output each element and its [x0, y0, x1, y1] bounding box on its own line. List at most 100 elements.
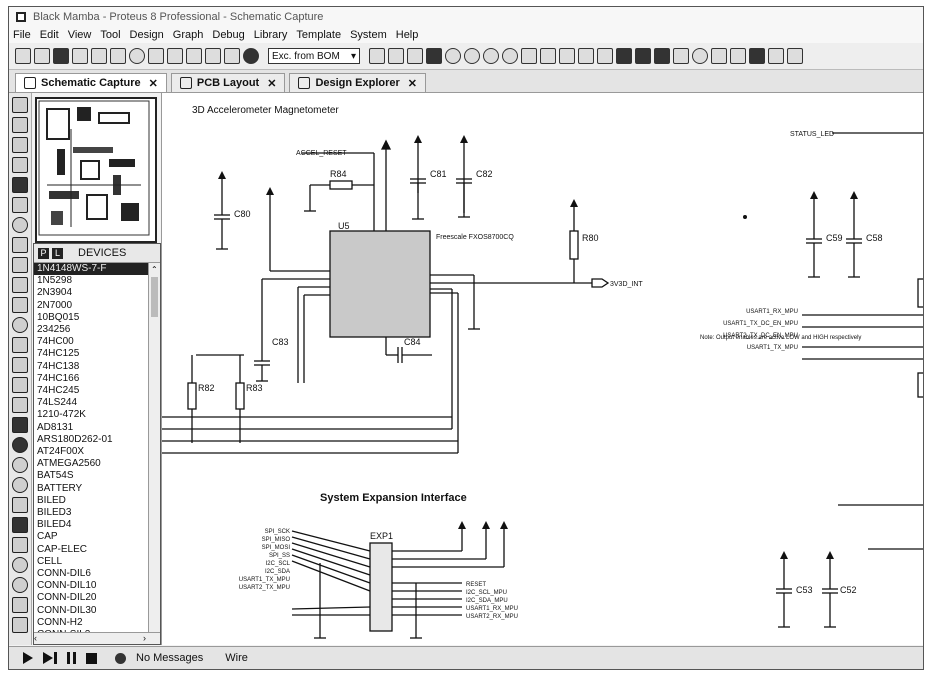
rotate-ccw-icon[interactable] — [12, 577, 28, 593]
device-list-item[interactable]: BATTERY — [37, 482, 83, 494]
marker-icon[interactable] — [12, 537, 28, 553]
wire-autorouter-icon[interactable] — [730, 48, 746, 64]
grid-icon[interactable] — [388, 48, 404, 64]
tab-schematic-capture[interactable]: Schematic Capture ✕ — [15, 73, 167, 92]
menu-system[interactable]: System — [350, 29, 387, 41]
device-list-item[interactable]: 74HC00 — [37, 336, 74, 348]
save-icon[interactable] — [53, 48, 69, 64]
device-list-vscroll[interactable]: ⌃ ⌄ — [148, 263, 160, 637]
device-list-item[interactable]: ATMEGA2560 — [37, 458, 101, 470]
pick-device-icon[interactable] — [692, 48, 708, 64]
device-list-item[interactable]: 74HC166 — [37, 372, 80, 384]
help-icon[interactable] — [243, 48, 259, 64]
new-file-icon[interactable] — [15, 48, 31, 64]
bom-filter-combo[interactable]: Exc. from BOM ▾ — [268, 48, 360, 64]
menu-file[interactable]: File — [13, 29, 31, 41]
device-list-item[interactable]: 1N4148WS-7-F — [34, 263, 148, 276]
menu-view[interactable]: View — [67, 29, 92, 41]
export-icon[interactable] — [91, 48, 107, 64]
redo-icon[interactable] — [540, 48, 556, 64]
device-list-item[interactable]: ARS180D262-01 — [37, 433, 113, 445]
device-list-item[interactable]: CONN-H2 — [37, 616, 83, 628]
netlist-icon[interactable] — [787, 48, 803, 64]
wire-label-icon[interactable] — [12, 157, 28, 173]
origin-icon[interactable] — [407, 48, 423, 64]
zoom-in-icon[interactable] — [445, 48, 461, 64]
device-list-item[interactable]: 1210-472K — [37, 409, 86, 421]
zoom-all-icon[interactable] — [483, 48, 499, 64]
tab-pcb-layout[interactable]: PCB Layout ✕ — [170, 73, 286, 92]
menu-template[interactable]: Template — [296, 29, 342, 41]
menu-tool[interactable]: Tool — [100, 29, 121, 41]
device-list-item[interactable]: CAP-ELEC — [37, 543, 88, 555]
pcb-icon[interactable] — [167, 48, 183, 64]
device-list-item[interactable]: 1N5298 — [37, 275, 73, 287]
device-list-item[interactable]: 234256 — [37, 324, 71, 336]
circle-icon[interactable] — [12, 437, 28, 453]
pause-icon[interactable] — [67, 652, 76, 664]
library-manager-button[interactable]: L — [52, 247, 63, 259]
block-copy-icon[interactable] — [616, 48, 632, 64]
overview-window[interactable] — [35, 97, 157, 243]
graph-icon[interactable] — [12, 277, 28, 293]
junction-icon[interactable] — [12, 137, 28, 153]
device-list-item[interactable]: 2N3904 — [37, 287, 73, 299]
tape-recorder-icon[interactable] — [12, 297, 28, 313]
step-icon[interactable] — [43, 652, 57, 664]
device-list-item[interactable]: CONN-DIL10 — [37, 580, 97, 592]
device-pin-icon[interactable] — [12, 257, 28, 273]
close-icon[interactable]: ✕ — [407, 77, 418, 90]
zoom-area-icon[interactable] — [502, 48, 518, 64]
zoom-out-icon[interactable] — [464, 48, 480, 64]
undo-icon[interactable] — [521, 48, 537, 64]
menu-library[interactable]: Library — [253, 29, 288, 41]
paste-icon[interactable] — [597, 48, 613, 64]
bus-icon[interactable] — [12, 197, 28, 213]
device-list-item[interactable]: 74HC245 — [37, 385, 80, 397]
gerber-icon[interactable] — [186, 48, 202, 64]
schematic-icon[interactable] — [148, 48, 164, 64]
rotate-cw-icon[interactable] — [12, 557, 28, 573]
device-list-item[interactable]: BILED4 — [37, 519, 72, 531]
device-list-item[interactable]: CONN-DIL6 — [37, 568, 91, 580]
arc-icon[interactable] — [12, 457, 28, 473]
generator-icon[interactable] — [12, 317, 28, 333]
status-messages[interactable]: No Messages — [136, 652, 204, 664]
menu-edit[interactable]: Edit — [39, 29, 59, 41]
text-script-icon[interactable] — [12, 177, 28, 193]
device-list-item[interactable]: 74LS244 — [37, 397, 78, 409]
device-list-item[interactable]: CONN-DIL30 — [37, 604, 97, 616]
device-list-item[interactable]: CONN-SIL2 — [34, 629, 148, 632]
menu-debug[interactable]: Debug — [212, 29, 245, 41]
device-list-item[interactable]: 74HC138 — [37, 360, 80, 372]
mirror-x-icon[interactable] — [12, 597, 28, 613]
stop-icon[interactable] — [86, 652, 97, 664]
select-mode-icon[interactable] — [12, 97, 28, 113]
line-icon[interactable] — [12, 397, 28, 413]
block-rotate-icon[interactable] — [654, 48, 670, 64]
current-probe-icon[interactable] — [12, 357, 28, 373]
device-list-item[interactable]: BAT54S — [37, 470, 74, 482]
device-list-item[interactable]: CAP — [37, 531, 58, 543]
import-icon[interactable] — [72, 48, 88, 64]
design-rule-icon[interactable] — [768, 48, 784, 64]
mirror-y-icon[interactable] — [12, 617, 28, 633]
component-mode-icon[interactable] — [12, 117, 28, 133]
refresh-icon[interactable] — [369, 48, 385, 64]
property-assignment-icon[interactable] — [749, 48, 765, 64]
copy-icon[interactable] — [578, 48, 594, 64]
subcircuit-icon[interactable] — [12, 217, 28, 233]
cut-icon[interactable] — [559, 48, 575, 64]
device-list-item[interactable]: BILED3 — [37, 507, 72, 519]
menu-help[interactable]: Help — [395, 29, 419, 41]
terminal-icon[interactable] — [12, 237, 28, 253]
box-icon[interactable] — [12, 417, 28, 433]
design-explorer-icon[interactable] — [224, 48, 240, 64]
virtual-instrument-icon[interactable] — [12, 377, 28, 393]
voltage-probe-icon[interactable] — [12, 337, 28, 353]
close-project-icon[interactable] — [110, 48, 126, 64]
pan-icon[interactable] — [426, 48, 442, 64]
make-device-icon[interactable] — [711, 48, 727, 64]
schematic-canvas[interactable]: 3D Accelerometer Magnetometer System Exp… — [161, 93, 923, 645]
